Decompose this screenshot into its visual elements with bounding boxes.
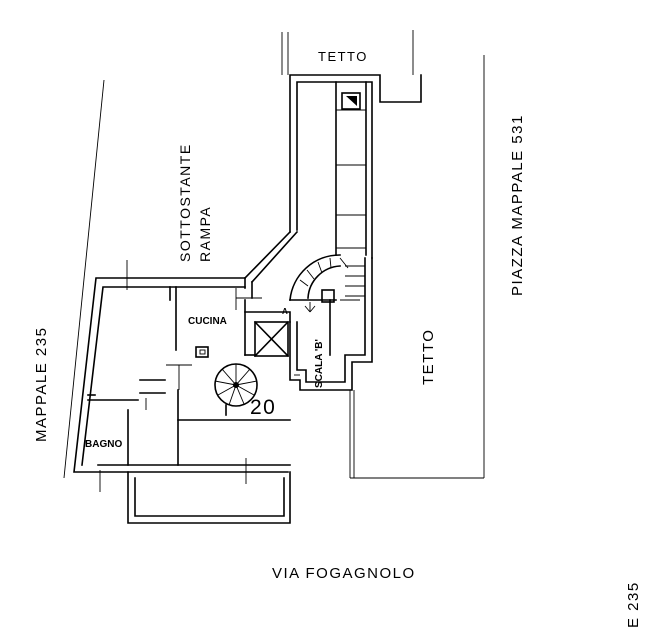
spiral-stair [214, 363, 258, 416]
boundary-lines [63, 30, 485, 479]
label-unit-number: 20 [250, 396, 276, 419]
label-marker-a: A [282, 307, 288, 316]
label-sottostante: SOTTOSTANTE [177, 143, 193, 262]
label-tetto-top: TETTO [318, 49, 368, 64]
diagonal-wall [243, 230, 299, 299]
label-bagno: BAGNO [85, 439, 122, 450]
stair-b [289, 254, 373, 391]
vent-box [341, 92, 361, 110]
label-cucina: CUCINA [188, 316, 227, 327]
label-mappale-left: MAPPALE 235 [33, 327, 50, 442]
wall-ticks [99, 260, 262, 492]
labels: TETTO SOTTOSTANTE RAMPA PIAZZA MAPPALE 5… [33, 49, 642, 628]
label-rampa: RAMPA [197, 206, 213, 262]
label-tetto-right: TETTO [420, 329, 437, 385]
apartment-walls [73, 277, 291, 473]
label-via: VIA FOGAGNOLO [272, 565, 416, 582]
balcony [127, 471, 291, 524]
lift-shaft [244, 311, 291, 358]
kitchen-appliance [195, 346, 209, 358]
label-corner-fragment: E 235 [625, 581, 642, 628]
upper-corridor [289, 74, 422, 259]
label-piazza: PIAZZA MAPPALE 531 [509, 114, 526, 296]
label-scala: SCALA 'B' [314, 339, 325, 388]
